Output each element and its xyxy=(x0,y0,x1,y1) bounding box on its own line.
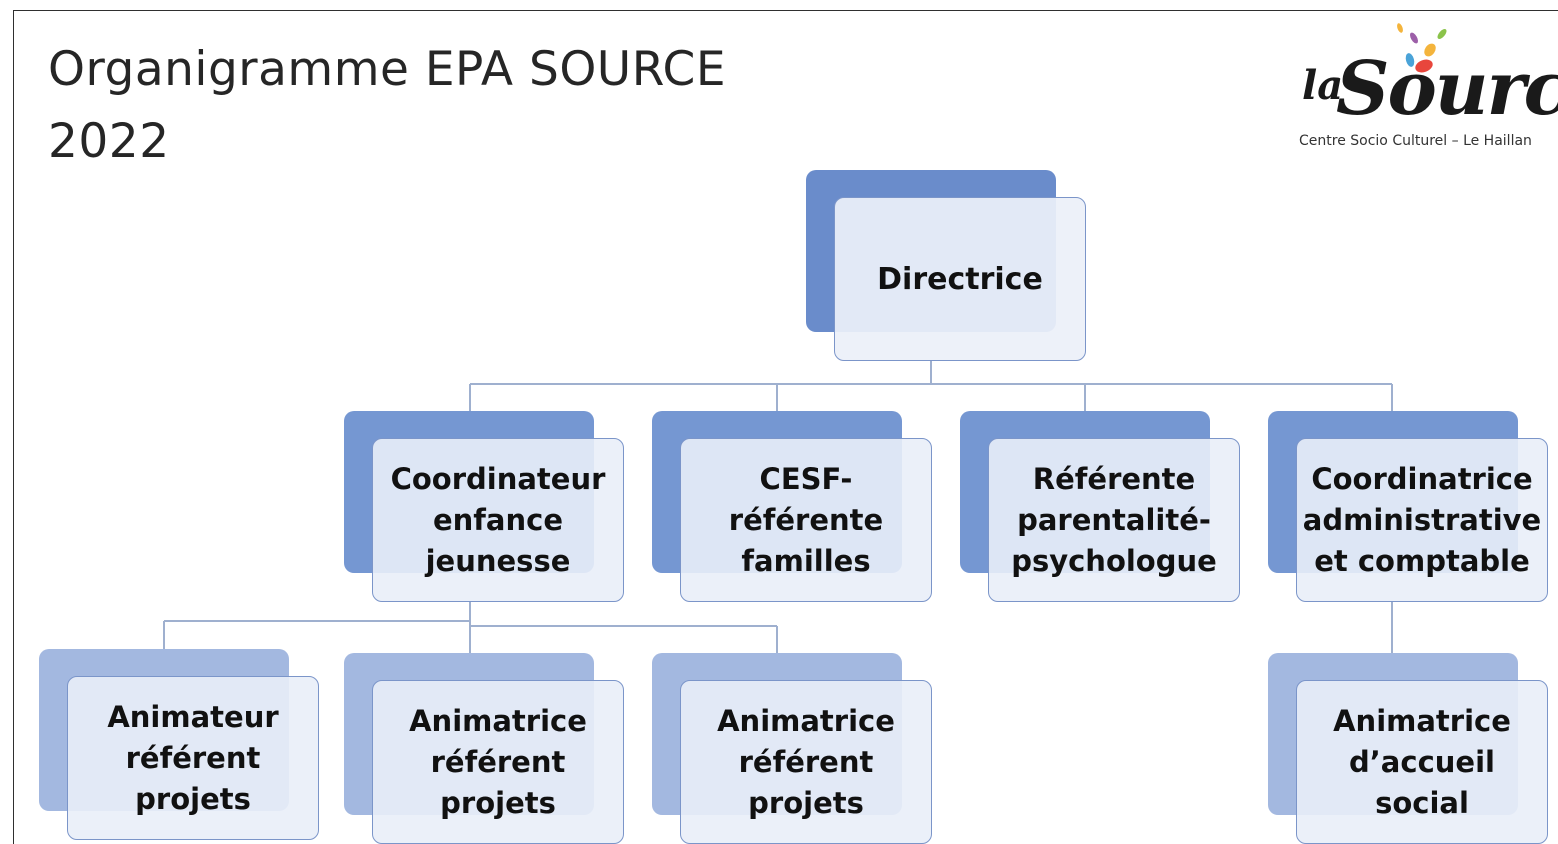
org-box-label: Directrice xyxy=(877,261,1043,297)
org-box-label: Animatrice référent projets xyxy=(717,703,895,820)
color-splash-icon xyxy=(1397,23,1447,73)
title-line-1: Organigramme EPA SOURCE xyxy=(48,42,727,97)
title-line-2: 2022 xyxy=(48,114,170,169)
org-box-card: Coordinateur enfance jeunesse xyxy=(372,438,624,602)
org-box-card: Animatrice référent projets xyxy=(680,680,932,844)
org-box-card: CESF- référente familles xyxy=(680,438,932,602)
org-box-label: Animatrice référent projets xyxy=(409,703,587,820)
splash-drop-1 xyxy=(1415,59,1433,73)
org-box-card: Référente parentalité- psychologue xyxy=(988,438,1240,602)
splash-drop-5 xyxy=(1410,32,1418,44)
la-source-logo: la Source Centre Socio Culturel – Le Hai… xyxy=(1296,20,1558,155)
org-box-label: Animatrice d’accueil social xyxy=(1333,703,1511,820)
org-box-label: Coordinatrice administrative et comptabl… xyxy=(1302,461,1542,578)
org-box-card: Animatrice référent projets xyxy=(372,680,624,844)
splash-drop-4 xyxy=(1437,29,1447,39)
org-box-label: Animateur référent projets xyxy=(107,699,279,816)
org-box-card: Directrice xyxy=(834,197,1086,361)
splash-drop-2 xyxy=(1424,43,1436,57)
org-box-card: Animatrice d’accueil social xyxy=(1296,680,1548,844)
org-box-label: Référente parentalité- psychologue xyxy=(1011,461,1217,578)
splash-drop-6 xyxy=(1397,23,1403,33)
splash-drop-3 xyxy=(1405,53,1415,67)
org-box-card: Coordinatrice administrative et comptabl… xyxy=(1296,438,1548,602)
org-box-label: Coordinateur enfance jeunesse xyxy=(390,461,606,578)
logo-wordmark: Source xyxy=(1336,46,1558,132)
logo-tagline: Centre Socio Culturel – Le Haillan xyxy=(1299,133,1532,149)
slide-title: Organigramme EPA SOURCE 2022 xyxy=(48,34,726,178)
slide-frame xyxy=(13,10,1558,844)
org-box-label: CESF- référente familles xyxy=(728,461,884,578)
connector-level3-bar xyxy=(164,620,777,627)
org-box-card: Animateur référent projets xyxy=(67,676,319,840)
logo-prefix: la xyxy=(1302,62,1344,109)
